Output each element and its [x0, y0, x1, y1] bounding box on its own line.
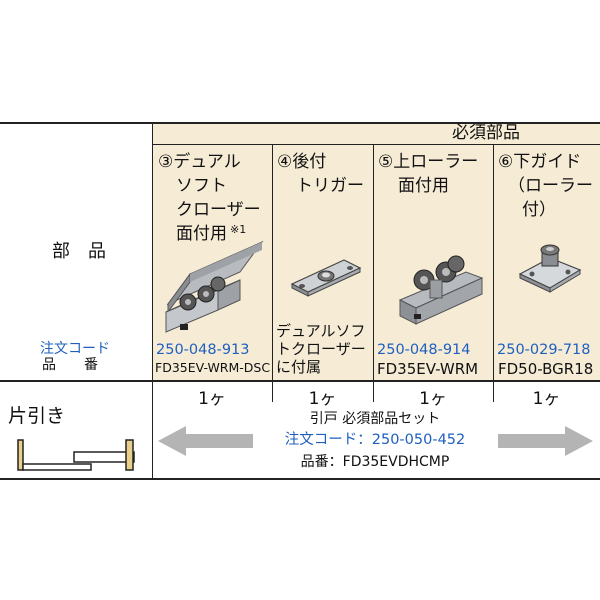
col4-order-code: 250-029-718: [497, 342, 591, 358]
set-part-number: 品番：FD35EVDHCMP: [300, 454, 450, 470]
left-arrow-icon: [158, 426, 253, 456]
col1-order-code: 250-048-913: [156, 342, 250, 358]
header-cream-bg: [152, 122, 600, 144]
col1-title-line1: ③デュアル: [158, 152, 241, 172]
parts-table: 必須部品 部 品 注文コード 品 番 片引き ③デュアル ソフト クローザー 面…: [0, 122, 600, 482]
required-parts-header: 必須部品: [452, 123, 520, 143]
right-arrow-icon: [498, 426, 593, 456]
col1-quantity: 1ヶ: [198, 389, 226, 409]
col4-title-line2: （ローラー: [508, 176, 593, 196]
upper-roller-image: [398, 255, 484, 325]
col3-quantity: 1ヶ: [419, 389, 447, 409]
col2-note-line3: に付属: [276, 358, 322, 376]
divider-col-4: [493, 144, 494, 402]
rule-bottom: [0, 478, 600, 480]
trigger-image: [290, 259, 362, 297]
divider-col-3: [373, 144, 374, 402]
divider-left: [152, 122, 153, 480]
lower-guide-image: [518, 244, 582, 293]
rule-parts-bottom: [0, 380, 600, 382]
soft-closer-image: [165, 240, 264, 333]
divider-col-2: [272, 144, 273, 402]
col1-part-number: FD35EV-WRM-DSC: [155, 360, 271, 375]
col3-title-line1: ⑤上ローラー: [378, 152, 479, 172]
col3-part-number: FD35EV-WRM: [377, 360, 479, 378]
part-number-label: 品 番: [42, 357, 98, 373]
col2-title-line1: ④後付: [277, 152, 327, 172]
door-type-label: 片引き: [8, 405, 66, 427]
set-title: 引戸 必須部品セット: [309, 411, 441, 427]
col2-note-line2: トクローザー: [276, 340, 366, 358]
col4-title-line3: 付）: [522, 200, 556, 220]
col1-note: ※1: [230, 223, 247, 236]
order-code-label: 注文コード: [40, 341, 110, 357]
set-order-code: 注文コード：250-050-452: [284, 432, 466, 448]
sliding-door-icon: [17, 439, 135, 471]
col1-title-line4: 面付用: [176, 224, 227, 244]
col3-title-line2: 面付用: [398, 176, 449, 196]
col4-quantity: 1ヶ: [532, 389, 561, 409]
col2-note-line1: デュアルソフ: [276, 322, 366, 340]
col4-title-line1: ⑥下ガイド: [498, 152, 582, 172]
col4-part-number: FD50-BGR18: [498, 360, 594, 378]
col2-title-line2: トリガー: [296, 176, 364, 196]
col1-title-line2: ソフト: [176, 176, 227, 196]
col2-quantity: 1ヶ: [308, 389, 337, 409]
col1-title-line3: クローザー: [176, 200, 261, 220]
parts-label: 部 品: [52, 241, 106, 262]
col3-order-code: 250-048-914: [377, 342, 471, 358]
rule-header-bottom: [152, 144, 600, 145]
rule-top: [0, 122, 600, 124]
